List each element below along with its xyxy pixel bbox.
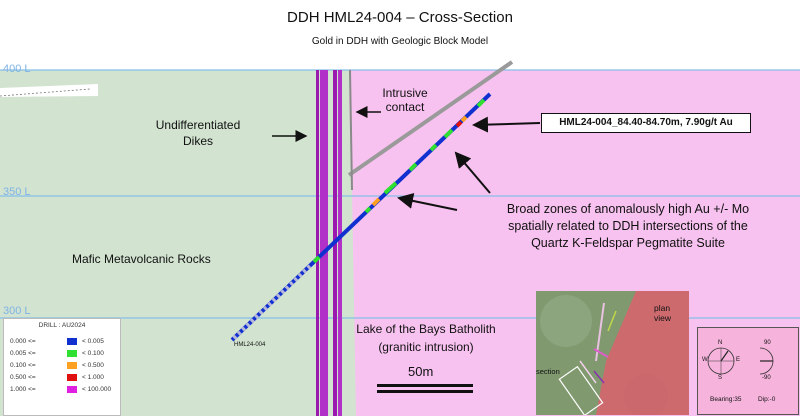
legend-from: 0.005 <=: [10, 350, 36, 357]
plan-view-map: [536, 291, 689, 415]
legend-to: < 100.000: [82, 386, 112, 393]
orientation-graphic: [707, 347, 774, 375]
plan-view-label: plan view: [654, 303, 672, 323]
orientation-widget: N S E W 90 -90 Bearing:35 Dip:-0: [697, 327, 799, 415]
assay-segment: [364, 206, 372, 214]
dip-90: 90: [764, 340, 771, 346]
legend-from: 1.000 <=: [10, 386, 36, 393]
dike-2: [320, 70, 328, 416]
legend-from: 0.100 <=: [10, 362, 36, 369]
mafic-label: Mafic Metavolcanic Rocks: [72, 252, 211, 266]
legend-from: 0.500 <=: [10, 374, 36, 381]
legend-title: DRILL : AU2024: [38, 322, 86, 329]
assay-segment: [476, 98, 486, 108]
legend-to: < 0.500: [82, 362, 104, 369]
callout-arrow: [472, 116, 541, 133]
legend-from: 0.000 <=: [10, 338, 36, 345]
contact-label: Intrusive contact: [382, 86, 428, 114]
contact-trace: [347, 60, 514, 177]
batholith-label: Lake of the Bays Batholith (granitic int…: [356, 322, 496, 354]
elevation-label-350: 350 L: [3, 186, 31, 198]
zone-arrow-upper: [454, 151, 491, 194]
assay-segment: [443, 128, 454, 139]
scale-bar-lower: [377, 390, 473, 393]
section-box: [558, 365, 604, 415]
assay-segment: [408, 162, 418, 172]
intrusive-contact-line: [349, 69, 353, 191]
assay-segment: [455, 120, 463, 128]
dike-4: [338, 70, 342, 416]
assay-segment: [383, 181, 398, 195]
scale-bar-label: 50m: [408, 364, 434, 379]
legend-swatch: [67, 350, 77, 357]
zones-annotation: Broad zones of anomalously high Au +/- M…: [506, 202, 750, 250]
dip-minus-90: -90: [762, 375, 771, 381]
assay-segment: [460, 115, 468, 123]
legend-swatch: [67, 338, 77, 345]
drillhole-label: HML24-004: [234, 342, 266, 348]
dike-1: [316, 70, 319, 416]
page-subtitle: Gold in DDH with Geologic Block Model: [311, 36, 489, 47]
assay-legend: DRILL : AU2024 0.000 <= < 0.005 0.005 <=…: [3, 318, 121, 416]
dip-readout: Dip:-0: [758, 396, 776, 403]
elevation-label-400: 400 L: [3, 63, 31, 75]
assay-segment: [429, 143, 438, 152]
bearing-readout: Bearing:35: [710, 396, 742, 403]
section-label: section: [536, 367, 560, 376]
legend-swatch: [67, 374, 77, 381]
legend-to: < 0.005: [82, 338, 104, 345]
scale-bar-upper: [377, 384, 473, 387]
legend-to: < 1.000: [82, 374, 104, 381]
dikes-label: Undifferentiated Dikes: [155, 118, 241, 148]
page-title: DDH HML24-004 – Cross-Section: [287, 9, 513, 26]
elevation-label-300: 300 L: [3, 305, 31, 317]
batholith-plan-area: [596, 291, 689, 415]
compass-w: W: [702, 357, 708, 363]
compass-s: S: [718, 375, 723, 381]
assay-segment: [312, 255, 321, 264]
legend-swatch: [67, 386, 77, 393]
legend-swatch: [67, 362, 77, 369]
bearing-needle: [720, 350, 729, 362]
compass-n: N: [718, 340, 723, 346]
plan-view-inset: plan view section: [536, 291, 689, 415]
legend-to: < 0.100: [82, 350, 104, 357]
compass-e: E: [736, 357, 741, 363]
assay-callout: HML24-004_84.40-84.70m, 7.90g/t Au: [541, 113, 751, 133]
zone-arrow-lower: [397, 193, 458, 211]
assay-segment: [371, 197, 381, 207]
